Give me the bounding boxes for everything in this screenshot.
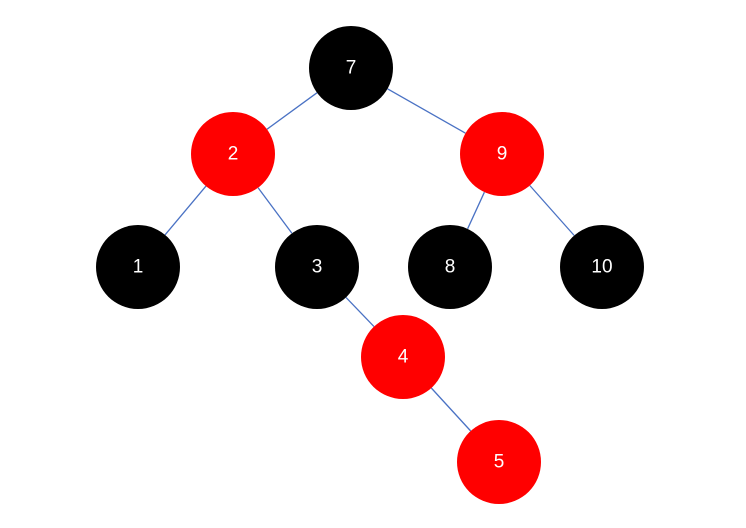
node-label-8: 8 <box>445 257 456 278</box>
node-label-1: 1 <box>133 257 144 278</box>
edge-9-8 <box>467 191 485 230</box>
tree-node-7: 7 <box>309 26 393 110</box>
tree-node-8: 8 <box>408 225 492 309</box>
node-circle-8 <box>408 225 492 309</box>
node-label-5: 5 <box>494 452 505 473</box>
edge-3-4 <box>345 296 375 328</box>
node-label-3: 3 <box>312 257 323 278</box>
tree-node-3: 3 <box>275 225 359 309</box>
edge-9-10 <box>529 185 575 236</box>
tree-nodes: 7 2 9 1 3 8 10 4 5 <box>96 26 644 504</box>
node-label-4: 4 <box>398 347 409 368</box>
tree-node-10: 10 <box>560 225 644 309</box>
tree-node-5: 5 <box>457 420 541 504</box>
edge-4-5 <box>430 387 472 432</box>
node-label-2: 2 <box>228 144 239 165</box>
tree-node-4: 4 <box>361 315 445 399</box>
node-label-10: 10 <box>591 257 612 278</box>
tree-node-1: 1 <box>96 225 180 309</box>
edge-2-1 <box>164 185 207 236</box>
node-label-9: 9 <box>497 144 508 165</box>
node-circle-9 <box>460 112 544 196</box>
node-circle-4 <box>361 315 445 399</box>
node-label-7: 7 <box>346 58 357 79</box>
node-circle-7 <box>309 26 393 110</box>
edge-7-9 <box>387 88 466 134</box>
edge-7-2 <box>266 92 318 130</box>
node-circle-1 <box>96 225 180 309</box>
tree-node-9: 9 <box>460 112 544 196</box>
tree-node-2: 2 <box>191 112 275 196</box>
node-circle-3 <box>275 225 359 309</box>
node-circle-5 <box>457 420 541 504</box>
tree-edges <box>164 88 575 432</box>
node-circle-10 <box>560 225 644 309</box>
node-circle-2 <box>191 112 275 196</box>
edge-2-3 <box>257 187 293 234</box>
